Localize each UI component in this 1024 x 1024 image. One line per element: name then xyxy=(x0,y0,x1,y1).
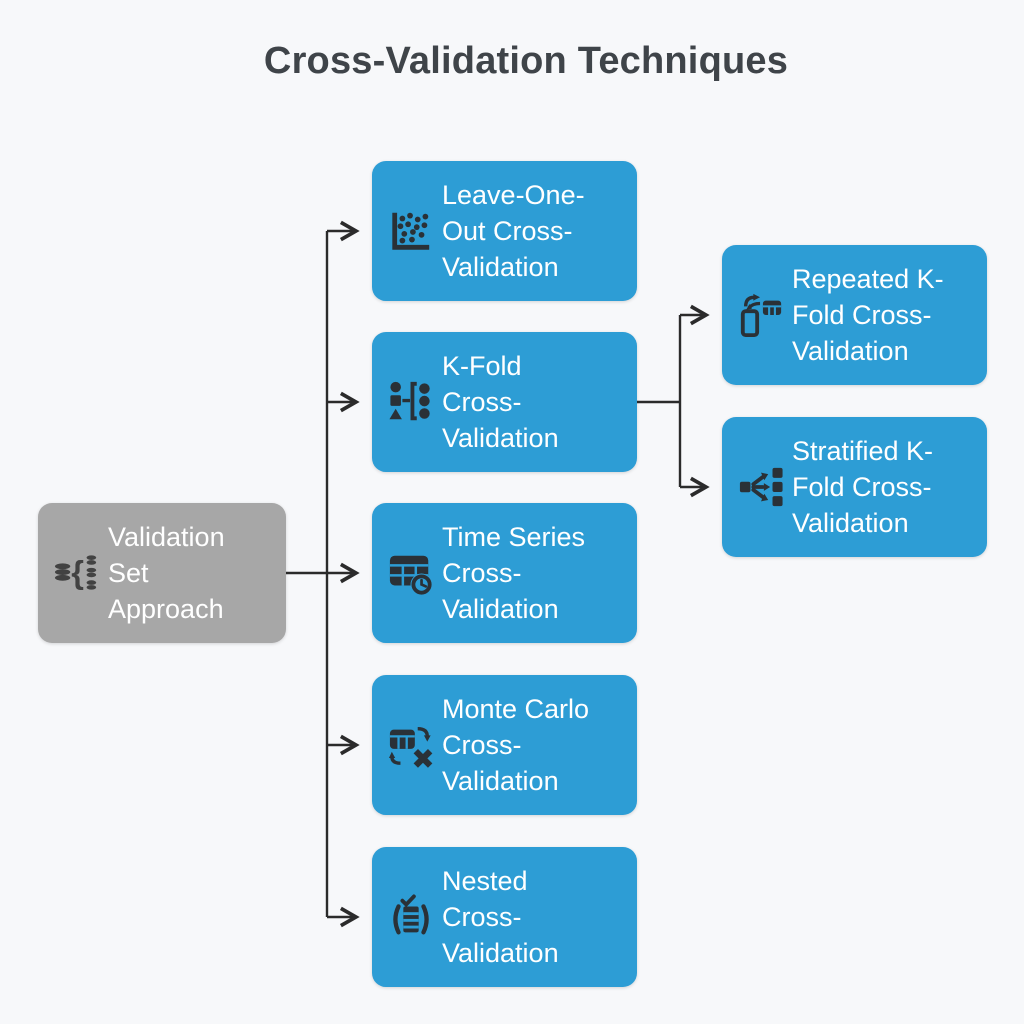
node-label: Validation Set Approach xyxy=(108,522,225,624)
branch-distribution-icon xyxy=(735,417,787,557)
calendar-clock-icon xyxy=(385,503,437,643)
node-label: K-Fold Cross- Validation xyxy=(442,351,559,453)
node-validation-set-approach: { Validation Set Approach xyxy=(38,503,286,643)
node-nested-cv: Nested Cross- Validation xyxy=(372,847,637,987)
svg-text:{: { xyxy=(71,555,84,591)
node-monte-carlo-cv: Monte Carlo Cross- Validation xyxy=(372,675,637,815)
scatter-plot-icon xyxy=(385,161,437,301)
page-title: Cross-Validation Techniques xyxy=(263,40,789,82)
node-label: Nested Cross- Validation xyxy=(442,866,559,968)
node-leave-one-out-cv: Leave-One- Out Cross- Validation xyxy=(372,161,637,301)
node-k-fold-cv: K-Fold Cross- Validation xyxy=(372,332,637,472)
node-label: Repeated K- Fold Cross- Validation xyxy=(792,264,944,366)
random-shuffle-icon xyxy=(385,675,437,815)
node-time-series-cv: Time Series Cross- Validation xyxy=(372,503,637,643)
data-split-icon: { xyxy=(51,503,103,643)
node-label: Time Series Cross- Validation xyxy=(442,522,586,624)
node-label: Leave-One- Out Cross- Validation xyxy=(442,180,585,282)
node-stratified-k-fold-cv: Stratified K- Fold Cross- Validation xyxy=(722,417,987,557)
node-label: Stratified K- Fold Cross- Validation xyxy=(792,436,934,538)
phone-table-sync-icon xyxy=(735,245,787,385)
node-label: Monte Carlo Cross- Validation xyxy=(442,694,590,796)
nested-list-check-icon xyxy=(385,847,437,987)
node-repeated-k-fold-cv: Repeated K- Fold Cross- Validation xyxy=(722,245,987,385)
k-fold-split-icon xyxy=(385,332,437,472)
